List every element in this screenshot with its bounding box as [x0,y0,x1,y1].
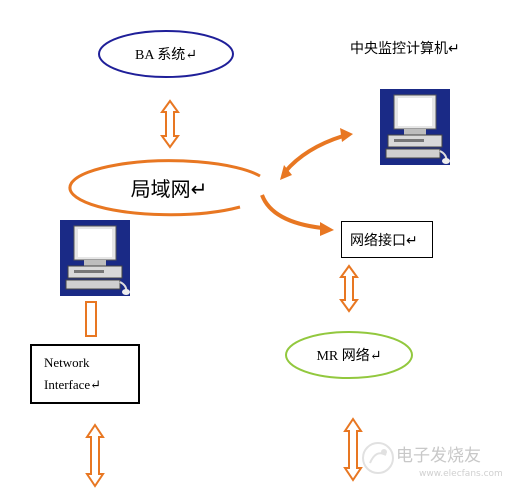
watermark-text: 电子发烧友 [396,446,481,466]
ba-system-ellipse [98,30,234,78]
arrow-network-bottom [85,423,105,488]
watermark-url: www.elecfans.com [419,469,503,479]
central-computer-label: 中央监控计算机↵ [350,41,460,57]
network-interface-box: 网络接口↵ [341,221,433,258]
lan-label: 局域网↵ [130,176,208,201]
arrow-ba-lan [160,99,180,149]
workstation-computer-icon [59,219,131,297]
lan-ellipse [68,159,261,217]
arrow-lan-netif [260,194,334,236]
arrow-netif-mr [339,264,359,313]
network-interface-en-line2: Interface↵ [44,377,102,392]
mr-network-ellipse [285,331,413,379]
network-interface-en-box: Network Interface↵ [30,344,140,404]
connector-workstation-network [85,301,97,337]
mr-network-label: MR 网络↵ [316,349,382,364]
arrow-mr-bottom [343,417,363,482]
central-computer-icon [379,88,451,166]
network-interface-label: 网络接口↵ [350,232,418,249]
arrow-lan-central [280,128,353,180]
network-interface-en-line1: Network [44,355,90,370]
ba-system-label: BA 系统↵ [135,48,197,63]
watermark: 电子发烧友 www.elecfans.com [356,441,503,479]
watermark-logo-icon [362,442,394,474]
